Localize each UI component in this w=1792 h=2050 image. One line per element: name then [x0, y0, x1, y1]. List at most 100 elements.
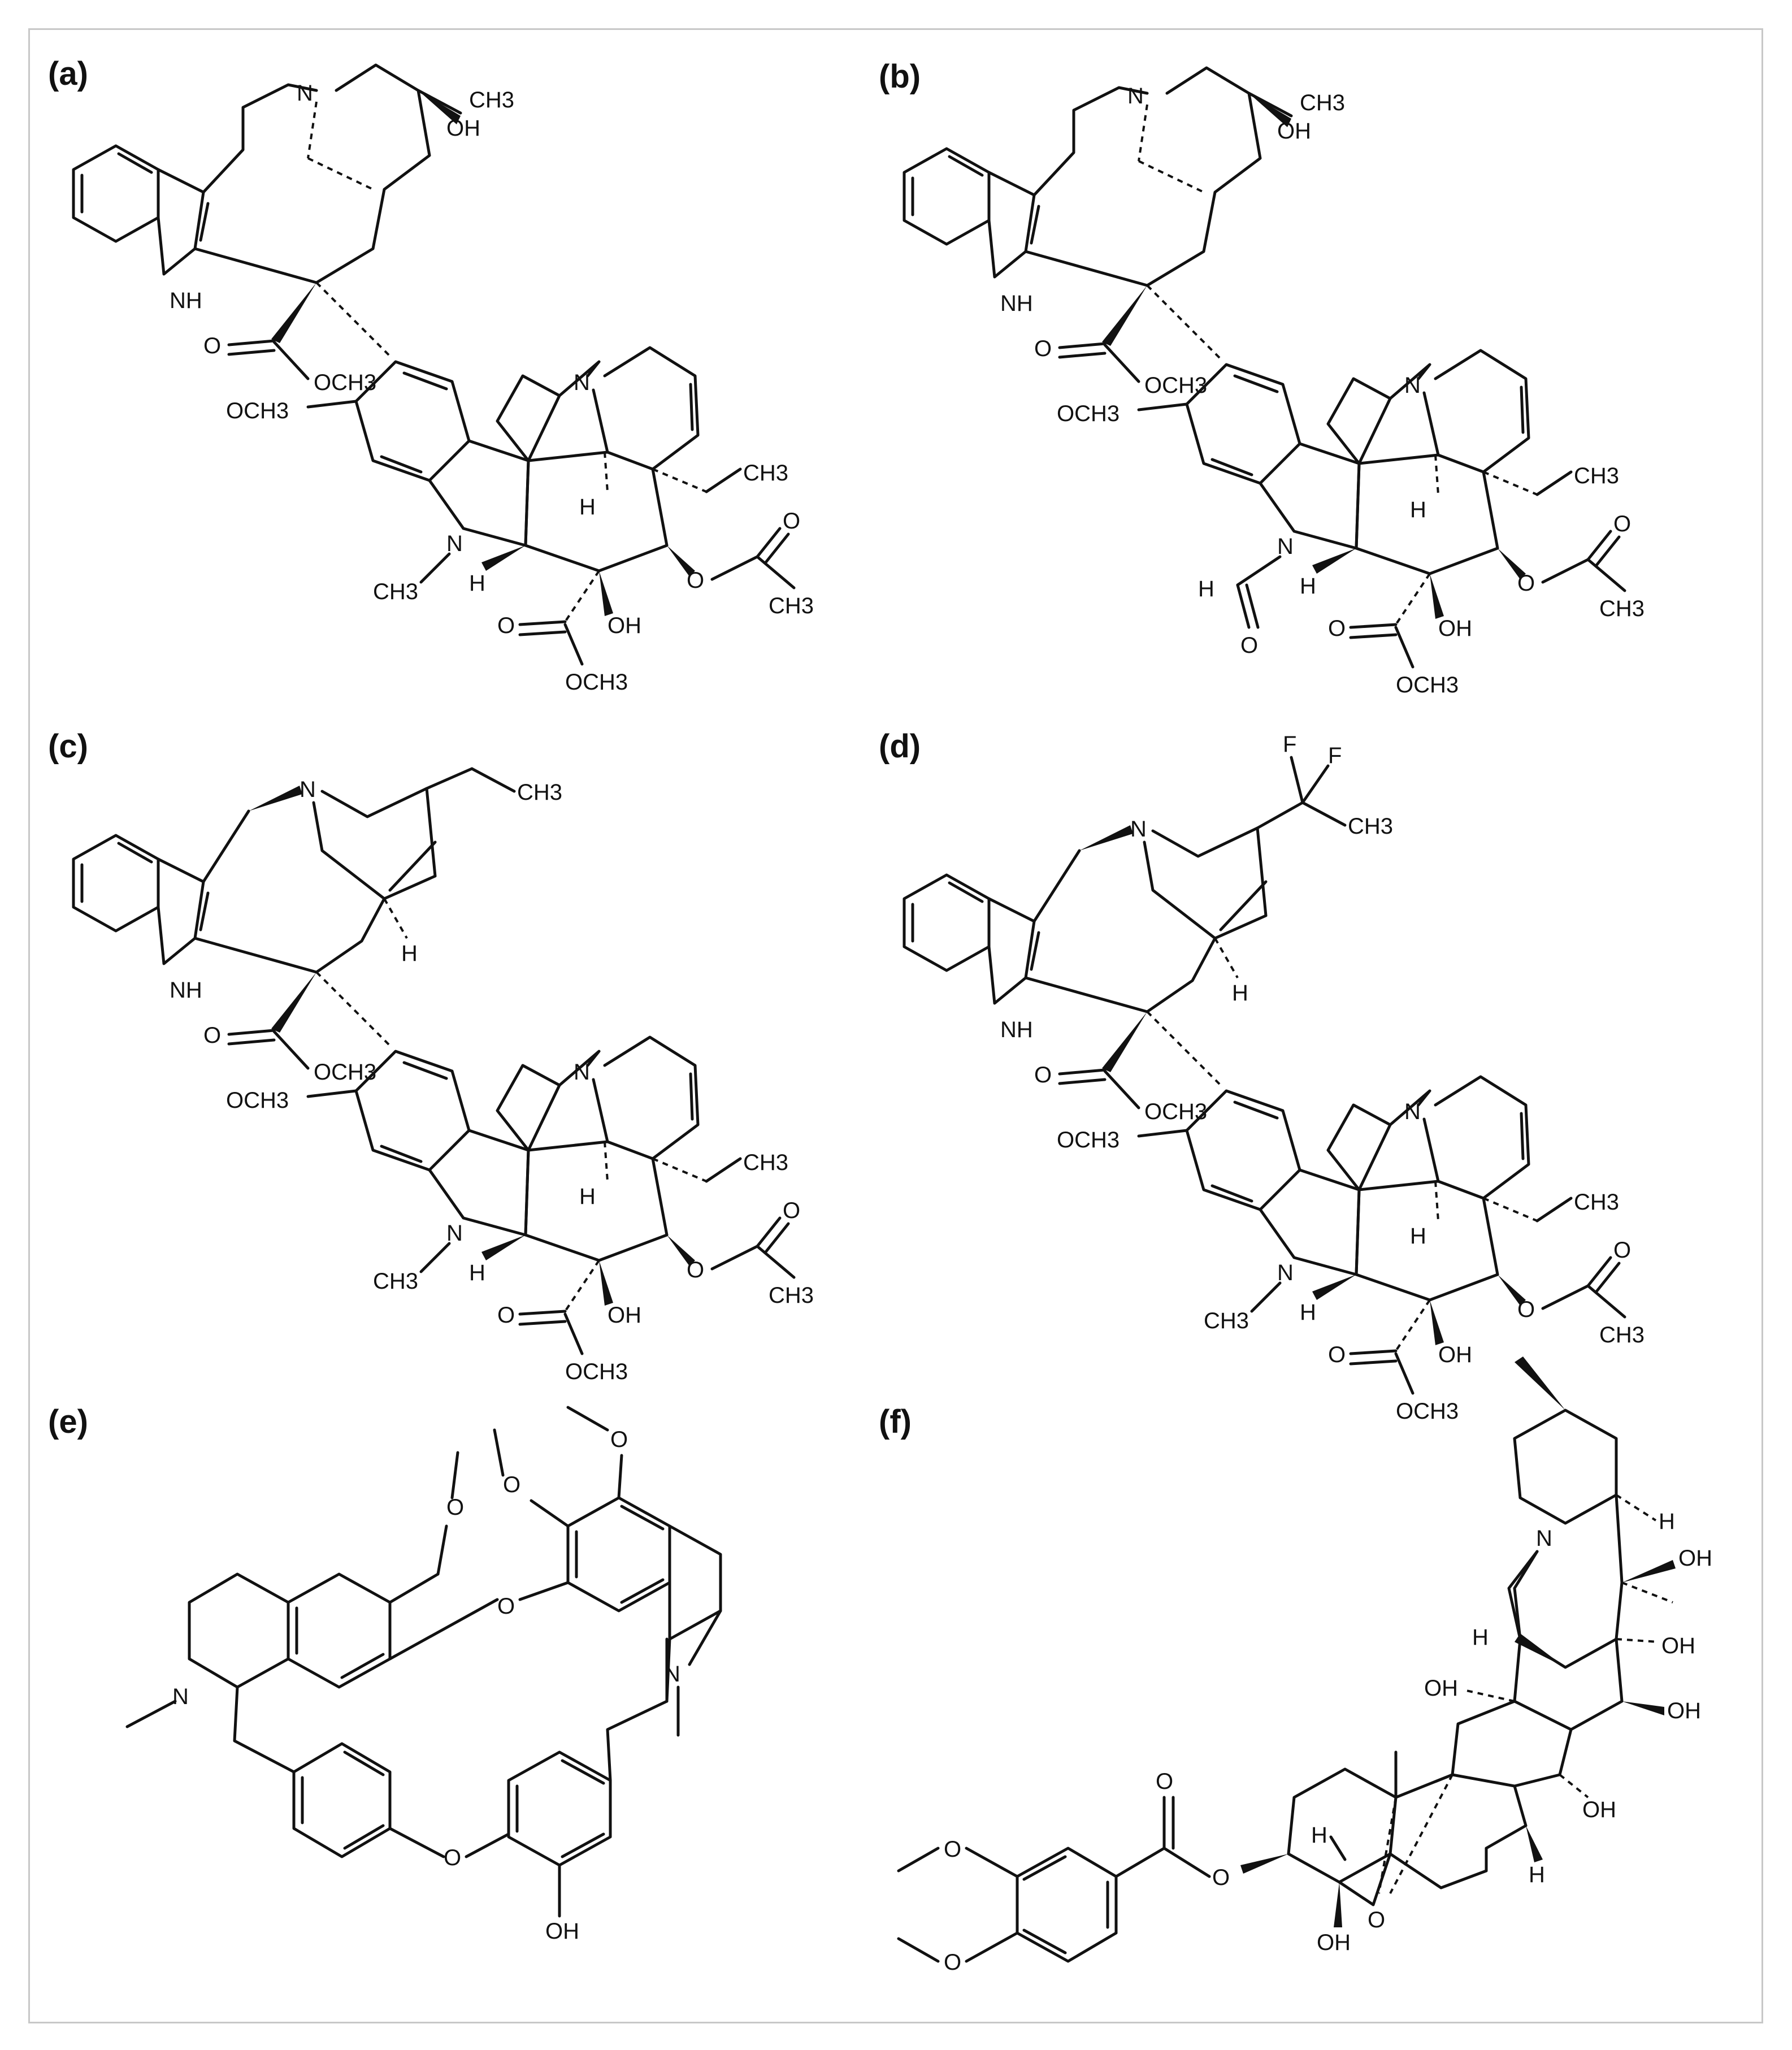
atom-h: H [1300, 1300, 1316, 1325]
atom-oh: OH [608, 1303, 641, 1328]
atom-oh: OH [1678, 1546, 1712, 1571]
atom-o: O [1240, 633, 1258, 658]
atom-o: O [1613, 512, 1631, 536]
figure-frame [28, 28, 1763, 2023]
atom-n: N [1404, 373, 1421, 398]
atom-o: O [1156, 1769, 1173, 1794]
panel-b: (b) NH N CH3 OH O OCH3 OCH3 N H O [879, 58, 1645, 697]
atom-h: H [1300, 574, 1316, 599]
atom-n: N [1404, 1099, 1421, 1124]
atom-o: O [497, 613, 515, 638]
panel-f: (f) N H OH OH H OH OH OH H O [879, 1356, 1712, 1975]
atom-h: H [469, 571, 485, 596]
atom-ch3: CH3 [1574, 1190, 1619, 1215]
atom-o: O [783, 1198, 800, 1223]
atom-h: H [579, 495, 596, 519]
atom-oh: OH [608, 613, 641, 638]
atom-h: H [1311, 1823, 1327, 1848]
atom-n: N [1277, 1260, 1294, 1285]
atom-ch3: CH3 [743, 461, 788, 486]
atom-och3: OCH3 [1057, 401, 1120, 426]
panel-d: (d) NH N F F CH3 H O OCH3 OCH3 N [879, 728, 1645, 1424]
panel-label-c: (c) [48, 728, 88, 765]
atom-h: H [1410, 497, 1426, 522]
atom-o: O [1613, 1238, 1631, 1263]
atom-oh: OH [1661, 1633, 1695, 1658]
atom-o: O [503, 1472, 520, 1497]
atom-och3: OCH3 [1396, 1399, 1459, 1424]
atom-ch3: CH3 [1300, 90, 1345, 115]
atom-o: O [497, 1594, 515, 1619]
panel-label-b: (b) [879, 58, 921, 95]
atom-o: O [1517, 571, 1535, 596]
atom-o: O [944, 1837, 961, 1862]
atom-h: H [1659, 1509, 1675, 1534]
atom-f: F [1283, 732, 1296, 757]
atom-n: N [1536, 1526, 1552, 1551]
panel-label-f: (f) [879, 1403, 912, 1440]
atom-ch3: CH3 [517, 780, 562, 805]
atom-h: H [1232, 981, 1248, 1006]
atom-ch3: CH3 [1574, 463, 1619, 488]
atom-n: N [574, 1060, 590, 1085]
atom-ch3: CH3 [373, 1269, 418, 1294]
atom-h: H [579, 1184, 596, 1209]
atom-n: N [1130, 817, 1147, 842]
atom-ch3: CH3 [1348, 814, 1393, 839]
atom-och3: OCH3 [1396, 673, 1459, 697]
atom-oh: OH [1582, 1797, 1616, 1822]
atom-o: O [497, 1303, 515, 1328]
atom-h: H [1529, 1862, 1545, 1887]
atom-oh: OH [446, 116, 480, 141]
atom-n: N [172, 1684, 189, 1709]
atom-o: O [1368, 1908, 1385, 1932]
atom-f: F [1328, 743, 1342, 768]
atom-n: N [300, 777, 316, 802]
atom-o: O [944, 1950, 961, 1975]
atom-n: N [446, 531, 463, 556]
atom-ch3: CH3 [1599, 1323, 1645, 1347]
panel-label-e: (e) [48, 1403, 88, 1440]
atom-o: O [203, 333, 221, 358]
atom-h: H [1410, 1224, 1426, 1249]
atom-o: O [446, 1495, 464, 1520]
atom-o: O [687, 568, 704, 593]
atom-n: N [574, 370, 590, 395]
panel-e: (e) N O O O OH [48, 1403, 722, 1944]
atom-och3: OCH3 [226, 1088, 289, 1113]
atom-oh: OH [1438, 1342, 1472, 1367]
panel-c: (c) NH N CH3 H O OCH3 OCH3 N CH3 [48, 728, 814, 1384]
atom-oh: OH [545, 1919, 579, 1944]
panel-label-d: (d) [879, 728, 921, 765]
atom-o: O [610, 1427, 628, 1452]
atom-o: O [203, 1023, 221, 1048]
atom-h: H [1198, 577, 1214, 601]
atom-ch3: CH3 [743, 1150, 788, 1175]
atom-ch3: CH3 [1599, 596, 1645, 621]
atom-n: N [297, 81, 313, 106]
atom-ch3: CH3 [769, 1283, 814, 1308]
atom-h: H [469, 1260, 485, 1285]
atom-nh: NH [1000, 1017, 1033, 1042]
atom-nh: NH [170, 288, 202, 313]
atom-o: O [1328, 1342, 1346, 1367]
atom-och3: OCH3 [565, 670, 628, 695]
atom-nh: NH [170, 978, 202, 1003]
panel-a: (a) NH N CH3 OH O OCH3 OCH3 N [48, 55, 814, 695]
atom-ch3: CH3 [1204, 1308, 1249, 1333]
atom-n: N [1277, 534, 1294, 559]
atom-och3: OCH3 [565, 1359, 628, 1384]
atom-oh: OH [1438, 616, 1472, 641]
atom-n: N [446, 1221, 463, 1246]
atom-ch3: CH3 [373, 579, 418, 604]
atom-o: O [1517, 1297, 1535, 1322]
atom-oh: OH [1317, 1930, 1351, 1955]
atom-och3: OCH3 [226, 398, 289, 423]
atom-n: N [1127, 84, 1144, 109]
atom-oh: OH [1667, 1698, 1701, 1723]
atom-n: N [664, 1662, 680, 1687]
panel-label-a: (a) [48, 55, 88, 92]
atom-oh: OH [1424, 1676, 1458, 1701]
atom-o: O [1034, 336, 1052, 361]
